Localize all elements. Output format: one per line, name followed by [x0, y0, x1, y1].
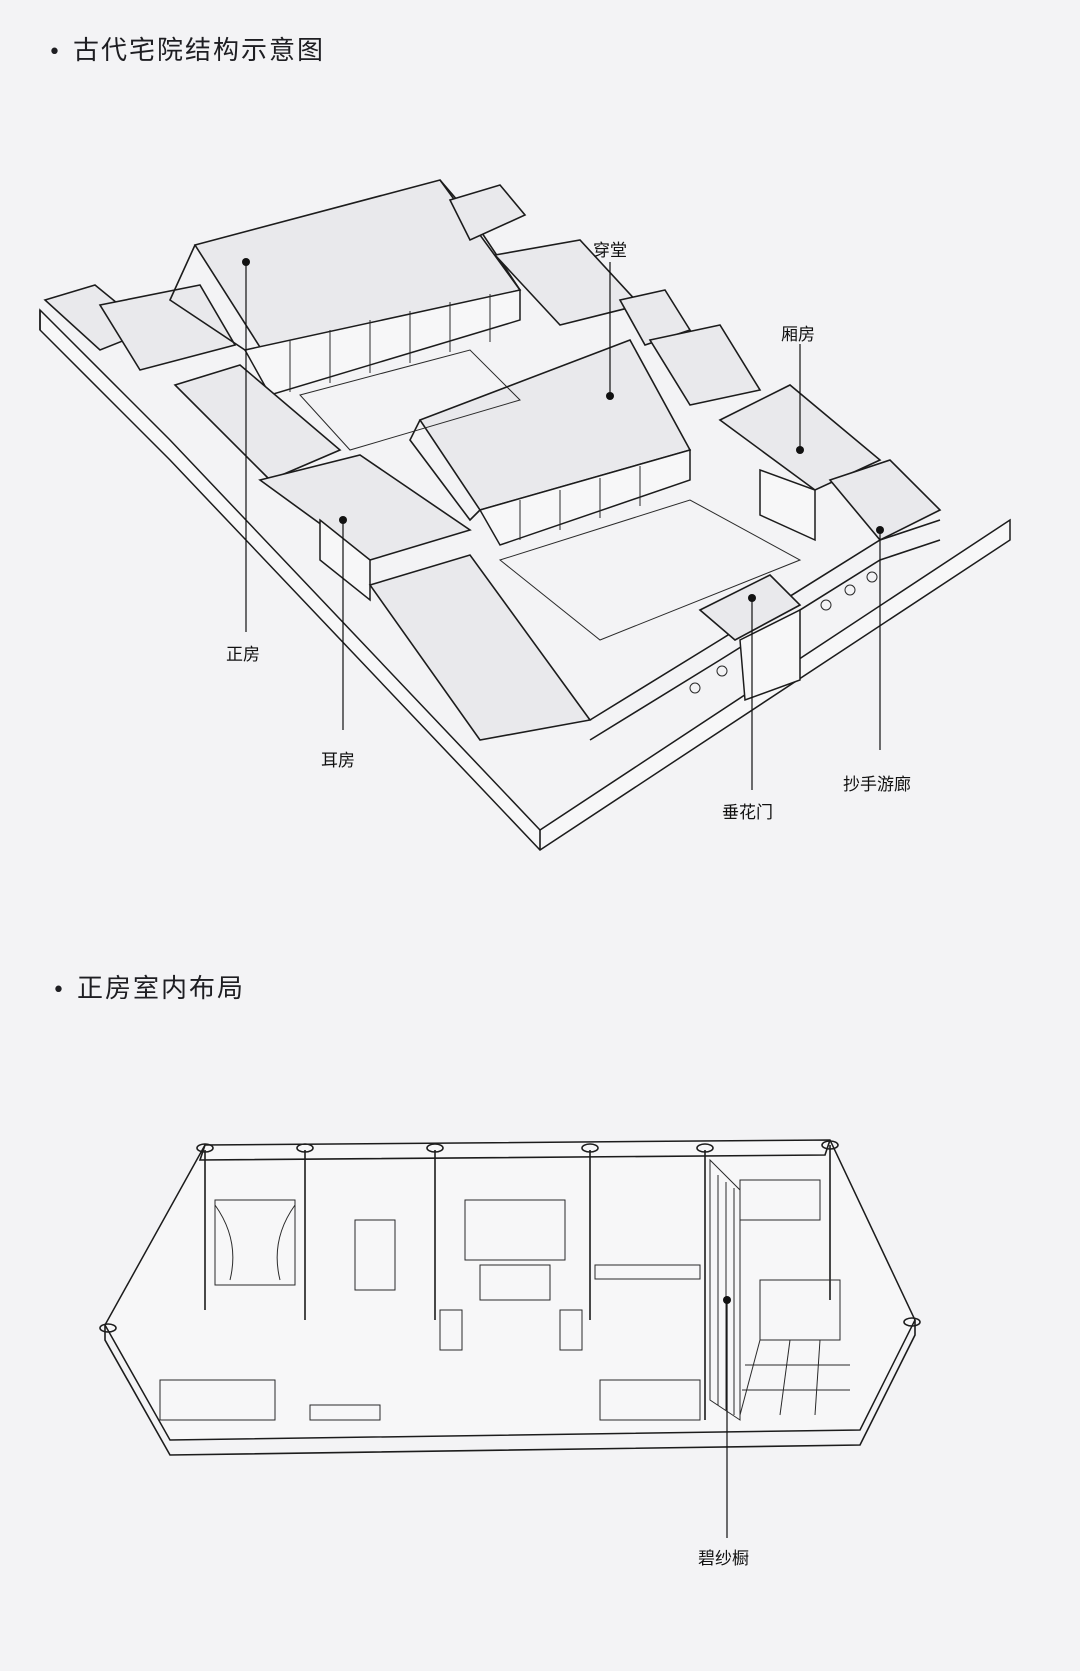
- bullet-icon: •: [48, 40, 63, 65]
- chuantang-facade: [478, 449, 691, 546]
- label-erfang: 耳房: [321, 751, 355, 771]
- bullet-icon: •: [52, 978, 67, 1003]
- label-chuantang: 穿堂: [593, 241, 627, 261]
- section-title-interior: • 正房室内布局: [52, 968, 245, 1005]
- chuihuamen: [739, 608, 801, 702]
- section-title-courtyard: • 古代宅院结构示意图: [48, 30, 325, 67]
- label-zhengfang: 正房: [226, 645, 260, 665]
- courtyard-illustration: [39, 179, 1011, 851]
- zhengfang-facade: [243, 289, 521, 396]
- section-title-interior-text: 正房室内布局: [76, 974, 245, 1004]
- label-chuihuamen: 垂花门: [722, 803, 773, 823]
- left-wing-roof: [173, 364, 342, 481]
- chuihuamen-roof: [698, 574, 802, 641]
- outer-wall: [39, 308, 1011, 851]
- label-bishachu: 碧纱橱: [698, 1549, 749, 1569]
- room-floor: [104, 1139, 916, 1441]
- label-xiangfang: 厢房: [781, 325, 815, 345]
- section-title-courtyard-text: 古代宅院结构示意图: [72, 36, 325, 66]
- side-roof-left-2: [98, 284, 237, 371]
- label-chaoshouyoulang: 抄手游廊: [843, 775, 911, 795]
- corridor-roof: [828, 459, 942, 541]
